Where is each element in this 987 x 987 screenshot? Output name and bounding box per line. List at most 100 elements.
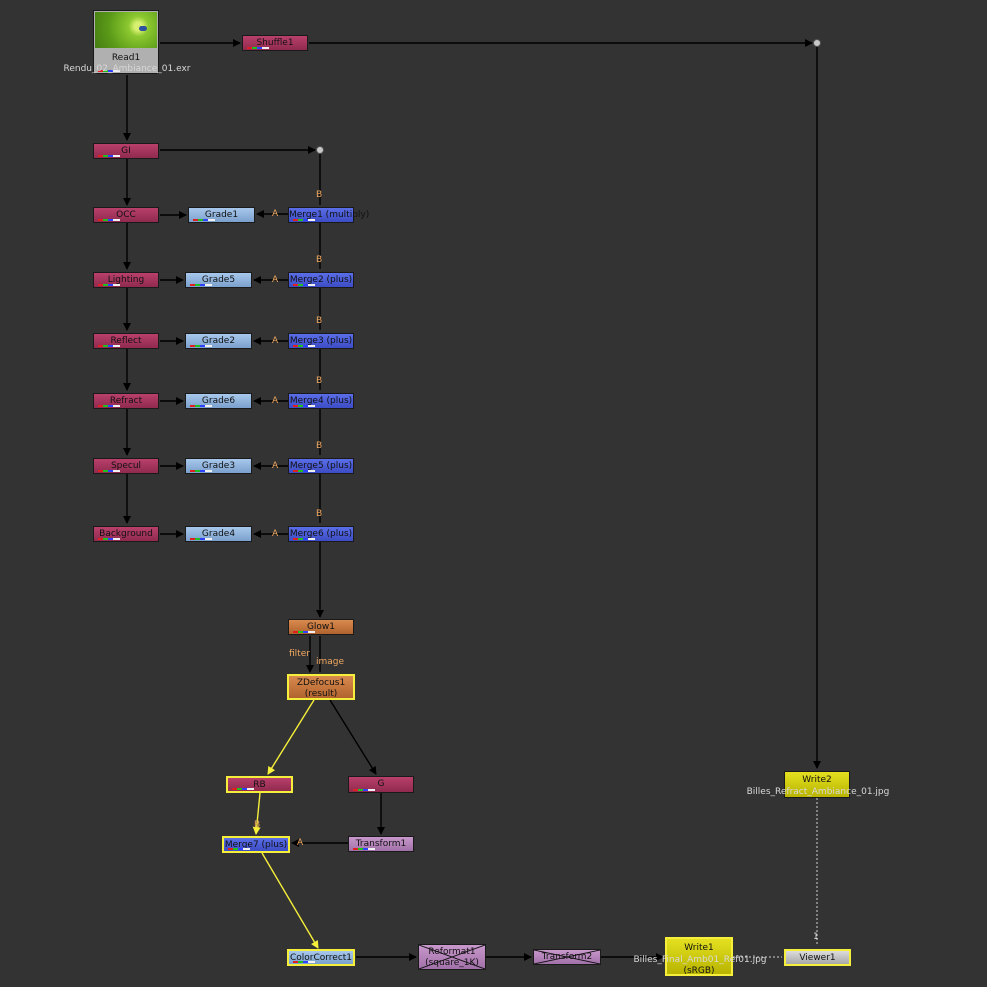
write2-file-label: Billes_Refract_Ambiance_01.jpg [746, 787, 890, 797]
filter-input-label: filter [289, 649, 310, 659]
grade2-node[interactable]: Grade2 [185, 333, 252, 349]
reflect-node[interactable]: Reflect [93, 333, 159, 349]
channel-swatch [293, 631, 315, 633]
lighting-node[interactable]: Lighting [93, 272, 159, 288]
merge7-node[interactable]: Merge7 (plus) [222, 836, 290, 853]
g-node[interactable]: G [348, 776, 414, 793]
write1-file-label: Billes_Final_Amb01_Ref01.jpg [633, 955, 767, 965]
read-node[interactable]: Read1 [93, 10, 159, 74]
reformat1-node[interactable]: Reformat1 (square_1K) [418, 944, 486, 970]
grade5-node[interactable]: Grade5 [185, 272, 252, 288]
write1-node[interactable]: Write1 (sRGB) [665, 937, 733, 976]
viewer1-node[interactable]: Viewer1 [784, 949, 851, 966]
node-label: Reformat1 [428, 947, 476, 957]
read-thumbnail [95, 12, 157, 48]
channel-swatch [98, 70, 120, 72]
input-a-label: A [272, 209, 279, 219]
dot-node[interactable] [813, 39, 821, 47]
node-label: RB [253, 780, 266, 790]
grade3-node[interactable]: Grade3 [185, 458, 252, 474]
input-b-label: B [254, 820, 261, 830]
input-a-label: A [272, 336, 279, 346]
input-a-label: A [297, 838, 304, 848]
node-label: GI [121, 146, 131, 156]
merge3-node[interactable]: Merge3 (plus) [288, 333, 354, 349]
channel-swatch [190, 538, 212, 540]
channel-swatch [247, 47, 269, 49]
rb-node[interactable]: RB [226, 776, 293, 793]
channel-swatch [293, 961, 315, 963]
node-label: Grade2 [201, 336, 236, 346]
disabled-x-icon [419, 945, 485, 969]
node-label: Merge7 (plus) [224, 840, 288, 850]
glow1-node[interactable]: Glow1 [288, 619, 354, 635]
node-label: Grade3 [201, 461, 236, 471]
channel-swatch [293, 345, 315, 347]
node-label: Transform1 [355, 839, 407, 849]
channel-swatch [228, 848, 250, 850]
channel-swatch [98, 405, 120, 407]
input-b-label: B [316, 509, 323, 519]
channel-swatch [190, 345, 212, 347]
channel-swatch [98, 284, 120, 286]
read-node-label: Read1 [111, 53, 141, 63]
channel-swatch [98, 470, 120, 472]
grade6-node[interactable]: Grade6 [185, 393, 252, 409]
node-label: Write1 [684, 943, 714, 953]
input-a-label: A [272, 275, 279, 285]
channel-swatch [293, 405, 315, 407]
disabled-x-icon [534, 950, 600, 964]
node-label: Write2 [802, 775, 832, 785]
channel-swatch [190, 405, 212, 407]
dot-node[interactable] [316, 146, 324, 154]
node-label: Merge2 (plus) [289, 275, 353, 285]
node-label: Refract [109, 396, 143, 406]
channel-swatch [293, 470, 315, 472]
node-label: Viewer1 [799, 953, 836, 963]
node-label: Merge5 (plus) [289, 461, 353, 471]
node-label: Grade1 [204, 210, 239, 220]
channel-swatch [98, 538, 120, 540]
node-sublabel: (sRGB) [683, 966, 715, 976]
channel-swatch [353, 789, 375, 791]
grade4-node[interactable]: Grade4 [185, 526, 252, 542]
node-label: Grade5 [201, 275, 236, 285]
merge6-node[interactable]: Merge6 (plus) [288, 526, 354, 542]
specul-node[interactable]: Specul [93, 458, 159, 474]
input-b-label: B [316, 190, 323, 200]
viewer-input-label: 1 [813, 932, 819, 942]
channel-swatch [190, 470, 212, 472]
merge1-node[interactable]: Merge1 (multiply) [288, 207, 370, 223]
node-label: Reflect [110, 336, 142, 346]
merge5-node[interactable]: Merge5 (plus) [288, 458, 354, 474]
gi-node[interactable]: GI [93, 143, 159, 159]
node-label: Merge6 (plus) [289, 529, 353, 539]
transform2-node[interactable]: Transform2 [533, 949, 601, 965]
shuffle1-node[interactable]: Shuffle1 [242, 35, 308, 51]
zdefocus1-node[interactable]: ZDefocus1 (result) [287, 674, 355, 700]
grade1-node[interactable]: Grade1 [188, 207, 255, 223]
input-b-label: B [316, 316, 323, 326]
background-node[interactable]: Background [93, 526, 159, 542]
channel-swatch [190, 284, 212, 286]
merge4-node[interactable]: Merge4 (plus) [288, 393, 354, 409]
occ-node[interactable]: OCC [93, 207, 159, 223]
channel-swatch [293, 284, 315, 286]
refract-node[interactable]: Refract [93, 393, 159, 409]
node-label: Grade4 [201, 529, 236, 539]
channel-swatch [293, 538, 315, 540]
write2-node[interactable]: Write2 [784, 771, 850, 798]
merge2-node[interactable]: Merge2 (plus) [288, 272, 354, 288]
colorcorrect-node[interactable]: ColorCorrect1 [287, 949, 355, 966]
node-label: Background [99, 529, 153, 539]
node-sublabel: (square_1K) [425, 958, 479, 968]
node-label: Merge1 (multiply) [289, 210, 370, 220]
input-b-label: B [316, 376, 323, 386]
node-label: Shuffle1 [256, 38, 294, 48]
node-label: Glow1 [306, 622, 336, 632]
transform1-node[interactable]: Transform1 [348, 836, 414, 852]
input-b-label: B [316, 255, 323, 265]
channel-swatch [98, 345, 120, 347]
channel-swatch [293, 219, 315, 221]
